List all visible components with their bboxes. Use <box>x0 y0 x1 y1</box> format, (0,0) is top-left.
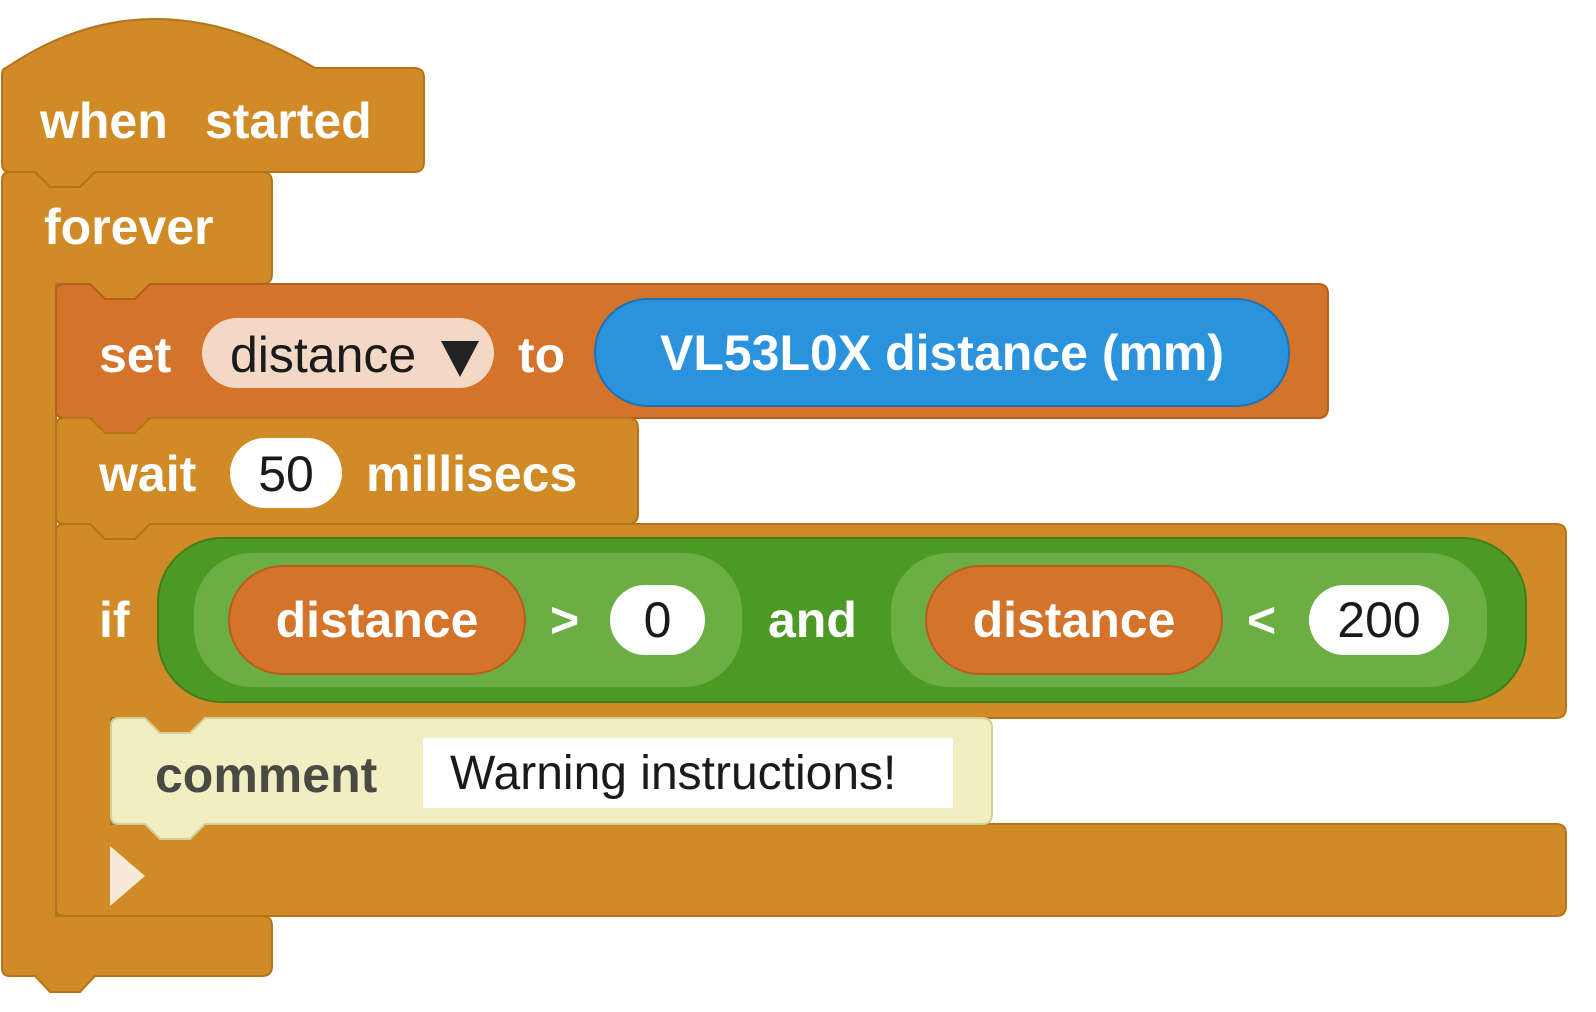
when-started-block[interactable] <box>0 18 425 188</box>
started-label: started <box>205 93 372 149</box>
right-variable-label: distance <box>972 592 1176 648</box>
to-label: to <box>518 327 566 383</box>
wait-value: 50 <box>258 446 314 502</box>
distance-reporter-left[interactable] <box>228 565 526 675</box>
dropdown-variable-label: distance <box>230 327 417 383</box>
comment-label: comment <box>155 747 378 803</box>
sensor-reporter-label: VL53L0X distance (mm) <box>659 325 1225 381</box>
comment-text: Warning instructions! <box>450 747 897 800</box>
triangle-right-icon[interactable] <box>110 846 145 906</box>
when-label: when <box>40 93 168 149</box>
if-label: if <box>99 592 130 648</box>
variable-dropdown[interactable] <box>202 318 494 388</box>
distance-reporter-right[interactable] <box>925 565 1223 675</box>
triangle-down-icon <box>441 341 479 377</box>
wait-label: wait <box>99 446 197 502</box>
comment-text-field[interactable] <box>423 738 953 808</box>
compare-value-field-right[interactable] <box>1309 585 1449 655</box>
greater-than-label: > <box>550 592 580 648</box>
less-than-label: < <box>1247 592 1277 648</box>
left-variable-label: distance <box>275 592 479 648</box>
forever-label: forever <box>44 199 214 255</box>
sensor-reporter[interactable] <box>594 298 1290 407</box>
right-value: 200 <box>1337 592 1421 648</box>
set-label: set <box>99 327 172 383</box>
left-value: 0 <box>643 592 672 648</box>
compare-value-field-left[interactable] <box>610 585 705 655</box>
millisecs-label: millisecs <box>366 446 578 502</box>
and-label: and <box>768 592 857 648</box>
wait-value-field[interactable] <box>230 438 342 508</box>
